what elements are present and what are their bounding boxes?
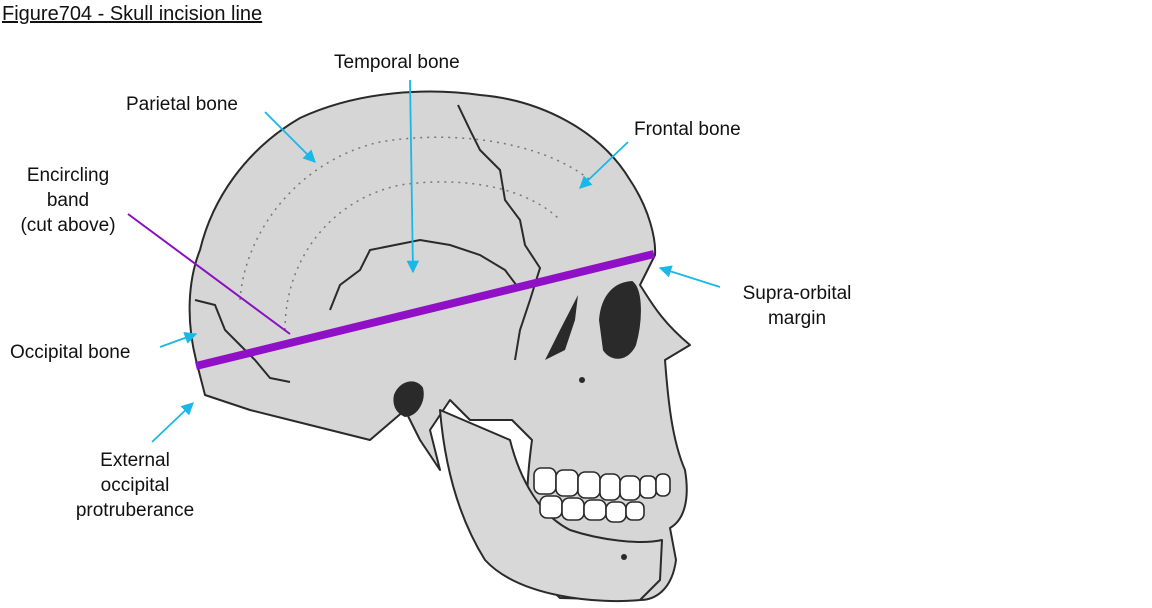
pointer-lines <box>151 79 721 443</box>
external-occipital-pointer <box>151 402 194 443</box>
label-occipital-bone: Occipital bone <box>10 342 131 363</box>
band-pointer <box>127 213 291 335</box>
label-temporal-bone: Temporal bone <box>334 52 460 73</box>
temporal-pointer <box>406 79 420 274</box>
label-external-occipital-protuberance: External occipital protruberance <box>62 448 208 523</box>
zygomatic-mark <box>545 295 578 360</box>
label-supra-orbital-margin: Supra-orbital margin <box>726 281 868 331</box>
incision-line <box>195 250 655 370</box>
label-encircling-band: Encircling band (cut above) <box>6 163 130 238</box>
label-external-line2: occipital <box>100 475 170 496</box>
label-supra-orbital-line1: Supra-orbital <box>742 283 852 304</box>
mental-foramen <box>621 554 627 560</box>
orbit-shape <box>598 280 641 359</box>
label-external-line3: protruberance <box>75 500 195 521</box>
sutures <box>194 104 542 383</box>
teeth <box>533 467 671 523</box>
label-parietal-bone: Parietal bone <box>126 94 238 115</box>
label-frontal-bone: Frontal bone <box>634 119 741 140</box>
lambdoid-suture <box>194 299 291 383</box>
label-encircling-band-line1: Encircling <box>26 165 110 186</box>
infraorbital-foramen <box>579 377 585 383</box>
label-encircling-band-line2: band <box>46 190 90 211</box>
label-encircling-band-line3: (cut above) <box>20 215 116 236</box>
temporal-line-dots <box>239 136 591 331</box>
occipital-pointer <box>159 331 198 348</box>
parietal-pointer <box>264 111 316 163</box>
figure-title: Figure704 - Skull incision line <box>2 3 263 25</box>
coronal-suture <box>457 104 542 361</box>
squamosal-suture <box>329 238 521 311</box>
label-supra-orbital-line2: margin <box>767 308 827 329</box>
supra-orbital-pointer <box>658 265 721 288</box>
frontal-pointer <box>579 141 629 189</box>
label-external-line1: External <box>100 450 170 471</box>
ear-canal-shape <box>393 381 424 418</box>
